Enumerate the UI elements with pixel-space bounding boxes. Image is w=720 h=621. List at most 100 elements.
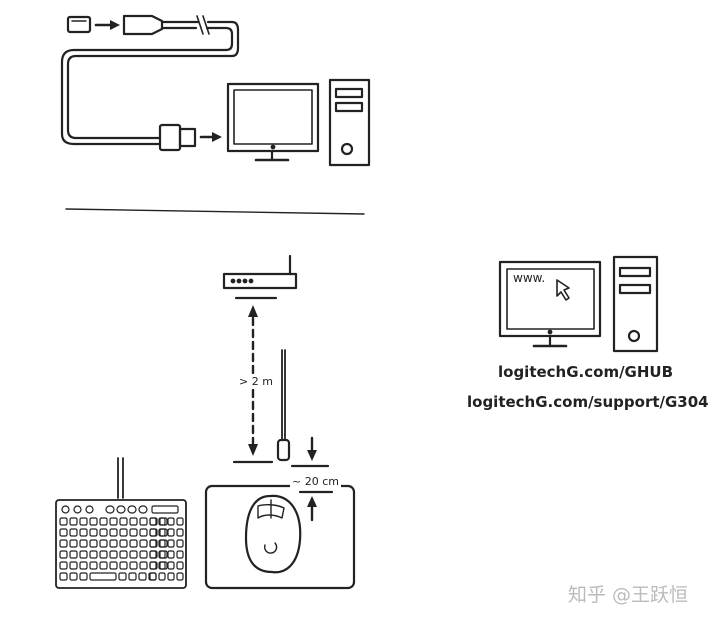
keyboard-key — [119, 539, 128, 548]
keyboard-key — [69, 561, 78, 570]
usb-plug-icon — [158, 123, 197, 152]
keyboard-key — [149, 517, 157, 526]
keyboard-key — [138, 505, 148, 514]
keyboard-key — [176, 550, 184, 559]
keyboard-key — [158, 561, 166, 570]
keyboard-key — [109, 539, 118, 548]
keyboard-key — [158, 550, 166, 559]
keyboard-key — [139, 550, 148, 559]
keyboard-key — [167, 572, 175, 581]
keyboard-key — [69, 528, 78, 537]
keyboard-key — [119, 517, 128, 526]
mouse-icon — [244, 494, 302, 574]
keyboard-key — [149, 539, 157, 548]
keyboard-key — [59, 572, 68, 581]
keyboard-key — [149, 550, 157, 559]
keyboard-key — [61, 505, 70, 514]
keyboard-key — [79, 517, 88, 526]
keyboard-key — [159, 539, 168, 548]
keyboard-key — [128, 572, 137, 581]
keyboard-key — [109, 517, 118, 526]
keyboard-key — [159, 550, 168, 559]
keyboard-key — [79, 528, 88, 537]
keyboard-key — [59, 528, 68, 537]
keyboard-key — [139, 528, 148, 537]
pc-tower-icon — [612, 255, 659, 353]
cursor-arrow-icon — [556, 279, 570, 301]
watermark: 知乎 @王跃恒 — [568, 584, 689, 606]
keyboard-key — [139, 539, 148, 548]
mousepad-with-mouse — [204, 484, 356, 590]
keyboard-key — [69, 572, 78, 581]
keyboard-key — [69, 517, 78, 526]
keyboard-key — [129, 561, 138, 570]
keyboard-key — [109, 561, 118, 570]
keyboard-key — [105, 505, 115, 514]
arrow-right-icon — [199, 132, 222, 142]
receiver-extender-diagram — [60, 14, 371, 167]
keyboard-key — [119, 561, 128, 570]
keyboard-key — [129, 539, 138, 548]
keyboard-key — [127, 505, 137, 514]
keyboard-key — [158, 539, 166, 548]
keyboard-key — [151, 505, 179, 514]
keyboard-icon — [55, 457, 187, 589]
keyboard-key — [129, 517, 138, 526]
keyboard-key — [89, 517, 98, 526]
keyboard-key — [167, 561, 175, 570]
pc-tower-icon — [328, 78, 371, 167]
receiver-plug-icon — [276, 438, 291, 462]
keyboard-key — [158, 572, 166, 581]
keyboard-key — [59, 539, 68, 548]
keyboard-key — [79, 539, 88, 548]
screen-url-text: www. — [513, 271, 546, 285]
keyboard-key — [89, 550, 98, 559]
keyboard-key — [85, 505, 94, 514]
keyboard-key — [149, 528, 157, 537]
keyboard-key — [69, 550, 78, 559]
keyboard-key — [158, 517, 166, 526]
keyboard-key — [99, 528, 108, 537]
keyboard-key — [99, 550, 108, 559]
keyboard-key — [176, 539, 184, 548]
keyboard-key — [176, 528, 184, 537]
keyboard-key — [176, 517, 184, 526]
mousepad — [204, 484, 356, 590]
usb-receiver-icon — [66, 15, 92, 34]
keyboard-key — [129, 550, 138, 559]
keyboard-key — [176, 561, 184, 570]
keyboard-key — [138, 572, 147, 581]
monitor-icon — [226, 82, 320, 162]
keyboard-key — [99, 539, 108, 548]
keyboard-key — [176, 572, 184, 581]
keyboard-key — [129, 528, 138, 537]
keyboard-key — [167, 550, 175, 559]
receiver-dock-icon — [222, 254, 298, 300]
keyboard-key — [158, 528, 166, 537]
keyboard-key — [149, 572, 157, 581]
section-divider — [65, 208, 365, 215]
keyboard-key — [167, 528, 175, 537]
keyboard-key — [73, 505, 82, 514]
keyboard-key — [159, 517, 168, 526]
keyboard-key — [119, 528, 128, 537]
keyboard-key — [118, 572, 127, 581]
support-url: logitechG.com/support/G304 — [467, 393, 709, 411]
usb-extender-icon — [60, 14, 240, 146]
keyboard-key — [149, 561, 157, 570]
keyboard-key — [116, 505, 126, 514]
keyboard-key — [167, 539, 175, 548]
arrow-right-icon — [94, 20, 120, 30]
keyboard-key — [79, 550, 88, 559]
keyboard-key — [89, 528, 98, 537]
ghub-url: logitechG.com/GHUB — [498, 363, 674, 381]
keyboard-key — [109, 550, 118, 559]
download-software-illustration — [498, 255, 659, 353]
keyboard-key — [109, 528, 118, 537]
monitor-icon — [498, 260, 602, 348]
keyboard-key — [79, 561, 88, 570]
keyboard-key — [139, 561, 148, 570]
keyboard-key — [89, 539, 98, 548]
keyboard-key — [89, 561, 98, 570]
